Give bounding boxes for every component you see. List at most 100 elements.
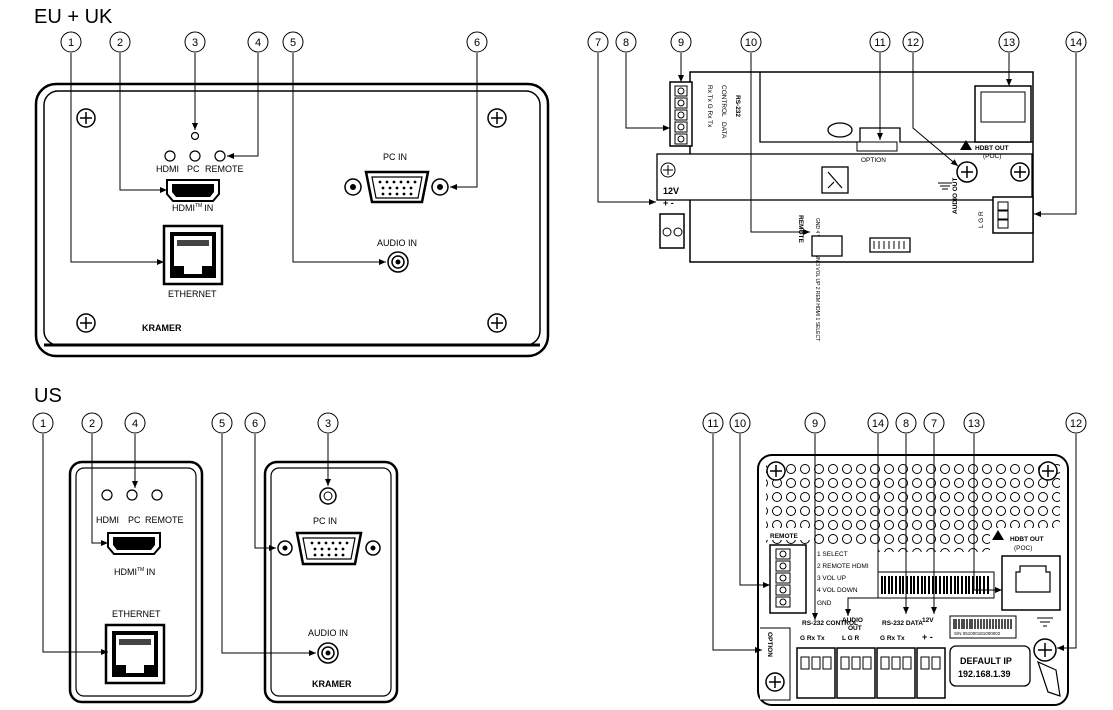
warning-icon: [992, 530, 1004, 540]
brand-logo: KRAMER: [142, 323, 182, 333]
svg-text:6: 6: [252, 418, 258, 430]
remote-label: REMOTE: [797, 215, 804, 243]
rs232-data-label: RS-232 DATA: [882, 620, 923, 627]
remote-terminal-icon: [811, 235, 843, 257]
callout-6: 6: [466, 31, 488, 53]
screw-icon: [487, 313, 507, 333]
callout-8: 8: [895, 412, 917, 434]
led-remote-icon: [214, 150, 226, 162]
ethernet-label: ETHERNET: [112, 609, 161, 619]
remote-pins-label: GND 4 VOL DOWN 3 VOL UP 2 REM HDMI 1 SEL…: [814, 218, 820, 341]
control-label: CONTROL: [720, 85, 727, 117]
rs232-data-terminal-icon: [876, 647, 916, 699]
callout-3: 3: [184, 31, 206, 53]
callout-13: 13: [998, 31, 1020, 53]
ground-screw-icon: [956, 161, 978, 183]
option-label: OPTION: [861, 157, 886, 164]
ground-symbol-icon: [938, 182, 952, 190]
svg-text:11: 11: [874, 37, 885, 49]
brand-logo: KRAMER: [312, 679, 352, 689]
callout-4: 4: [247, 31, 269, 53]
led-pc-icon: [189, 150, 201, 162]
hdbt-port-icon: [1001, 555, 1061, 611]
callout-10: 10: [729, 412, 751, 434]
power-terminal-icon: [659, 213, 685, 249]
ground-symbol-icon: [1037, 617, 1053, 627]
data-g-rx-tx-label: G Rx Tx: [880, 635, 905, 642]
led-label-hdmi: HDMI: [156, 164, 179, 174]
led-hdmi-icon: [101, 489, 113, 501]
led-label-remote: REMOTE: [145, 515, 184, 525]
remote-pin-3: 3 VOL UP: [817, 575, 846, 582]
power-12v-label: 12V: [663, 186, 679, 196]
callout-3: 3: [317, 412, 339, 434]
svg-text:5: 5: [219, 418, 225, 430]
power-polarity-label: + -: [922, 632, 933, 642]
svg-text:2: 2: [117, 37, 123, 49]
ethernet-port-icon: [162, 224, 224, 286]
screw-icon: [76, 313, 96, 333]
svg-text:10: 10: [734, 418, 746, 430]
callout-12: 12: [1065, 412, 1087, 434]
pc-in-label: PC IN: [383, 152, 407, 162]
hdbt-port-icon: [974, 85, 1032, 143]
remote-pin-4: 4 VOL DOWN: [817, 587, 858, 594]
remote-terminal-icon: [769, 544, 807, 614]
svg-text:13: 13: [1003, 37, 1015, 49]
callout-5: 5: [282, 31, 304, 53]
eu-rear-board: RS-232 CONTROL DATA Rx Tx G Rx Tx OPTION…: [656, 71, 1034, 341]
screw-icon: [76, 108, 96, 128]
svg-text:4: 4: [255, 37, 261, 49]
rs232-label: RS-232: [734, 95, 741, 117]
screw-icon: [660, 162, 676, 178]
svg-text:9: 9: [812, 418, 818, 430]
audio-jack-icon: [317, 642, 339, 664]
svg-text:2: 2: [89, 418, 95, 430]
hdbt-out-label: HDBT OUT: [1010, 536, 1044, 543]
callout-12: 12: [902, 31, 924, 53]
screw-icon: [1010, 162, 1030, 182]
remote-pin-2: 2 REMOTE HDMI: [817, 563, 869, 570]
audio-in-label: AUDIO IN: [377, 238, 417, 248]
callout-7: 7: [923, 412, 945, 434]
led-label-pc: PC: [128, 515, 141, 525]
power-terminal-icon: [916, 647, 946, 699]
svg-text:3: 3: [325, 418, 331, 430]
pin-header-icon: [869, 237, 911, 253]
ir-sensor-icon: [190, 131, 200, 141]
g-rx-tx-label: G Rx Tx: [800, 635, 825, 642]
pc-in-label: PC IN: [313, 516, 337, 526]
svg-text:7: 7: [931, 418, 937, 430]
rs232-control-label: RS-232 CONTROL: [802, 620, 858, 627]
svg-text:1: 1: [40, 418, 46, 430]
svg-text:1: 1: [68, 37, 74, 49]
led-remote-icon: [151, 489, 163, 501]
eu-callouts: [70, 53, 478, 265]
us-front-plate-right: PC IN AUDIO IN KRAMER: [263, 460, 399, 704]
callout-2: 2: [81, 412, 103, 434]
callout-11: 11: [702, 412, 724, 434]
us-rear-board: REMOTE 1 SELECT 2 REMOTE HDMI 3 VOL UP 4…: [757, 454, 1069, 706]
svg-text:10: 10: [745, 37, 757, 49]
out-label: OUT: [848, 625, 862, 632]
audio-in-label: AUDIO IN: [308, 628, 348, 638]
callout-14: 14: [867, 412, 889, 434]
svg-text:12: 12: [907, 37, 919, 49]
callout-5: 5: [211, 412, 233, 434]
poc-label: (POC): [983, 153, 1001, 160]
ground-screw-icon: [1033, 638, 1057, 662]
svg-text:11: 11: [707, 418, 718, 430]
callout-14: 14: [1065, 31, 1087, 53]
audio-out-label: AUDIO OUT: [952, 178, 959, 215]
hdbt-out-label: HDBT OUT: [975, 145, 1009, 152]
serial-number: S/N 051000181000002: [954, 631, 1001, 636]
hdmi-connector-icon: [166, 179, 220, 202]
callout-1: 1: [32, 412, 54, 434]
default-ip-value: 192.168.1.39: [958, 669, 1011, 679]
svg-text:7: 7: [595, 37, 601, 49]
callout-6: 6: [244, 412, 266, 434]
